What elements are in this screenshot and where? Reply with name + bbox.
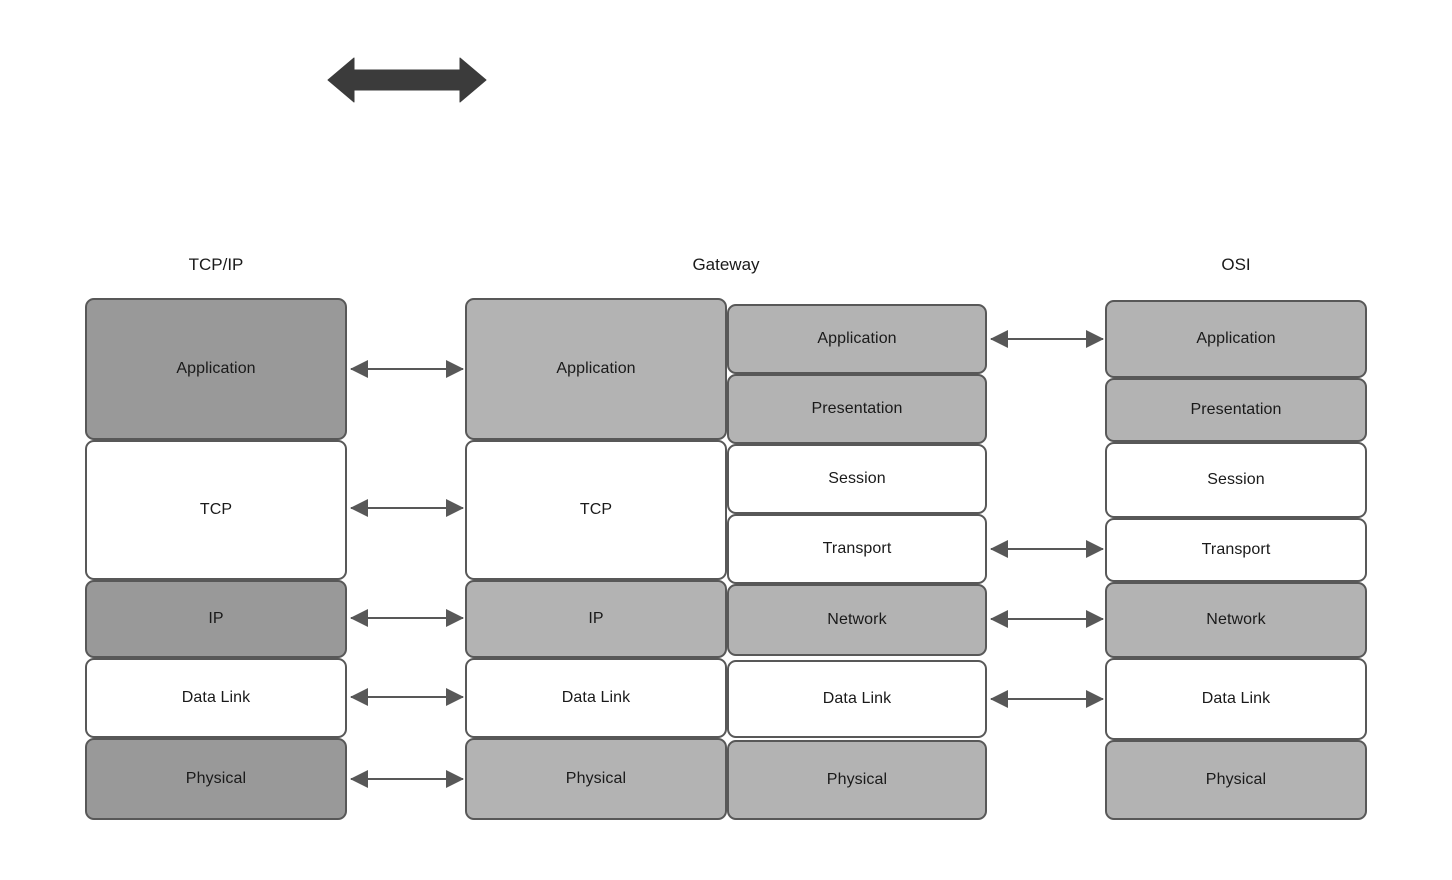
- layer-gateway-data-link[interactable]: Data Link: [465, 658, 727, 738]
- layer-tcpip-application[interactable]: Application: [85, 298, 347, 440]
- layer-osi-transport[interactable]: Transport: [1105, 518, 1367, 582]
- layer-gateway-osi-data-link[interactable]: Data Link: [727, 660, 987, 738]
- column-title-tcpip: TCP/IP: [188, 255, 244, 274]
- layer-gateway-tcp[interactable]: TCP: [465, 440, 727, 580]
- connector-group-tcpip-gateway: [350, 360, 464, 788]
- layer-osi-application[interactable]: Application: [1105, 300, 1367, 378]
- column-title-osi: OSI: [1221, 255, 1251, 274]
- connector-group-gateway-osi: [990, 330, 1104, 708]
- layer-tcpip-ip[interactable]: IP: [85, 580, 347, 658]
- layer-gateway-osi-transport[interactable]: Transport: [727, 514, 987, 584]
- layer-gateway-osi-application[interactable]: Application: [727, 304, 987, 374]
- layer-osi-network[interactable]: Network: [1105, 582, 1367, 658]
- layer-gateway-ip[interactable]: IP: [465, 580, 727, 658]
- layer-gateway-physical[interactable]: Physical: [465, 738, 727, 820]
- bidirectional-block-arrow: [320, 50, 494, 110]
- column-title-gateway: Gateway: [692, 255, 760, 274]
- layer-osi-data-link[interactable]: Data Link: [1105, 658, 1367, 740]
- layer-gateway-osi-network[interactable]: Network: [727, 584, 987, 656]
- layer-osi-session[interactable]: Session: [1105, 442, 1367, 518]
- layer-tcpip-tcp[interactable]: TCP: [85, 440, 347, 580]
- layer-gateway-application[interactable]: Application: [465, 298, 727, 440]
- layer-gateway-osi-presentation[interactable]: Presentation: [727, 374, 987, 444]
- layer-tcpip-physical[interactable]: Physical: [85, 738, 347, 820]
- layer-osi-presentation[interactable]: Presentation: [1105, 378, 1367, 442]
- layer-gateway-osi-physical[interactable]: Physical: [727, 740, 987, 820]
- layer-gateway-osi-session[interactable]: Session: [727, 444, 987, 514]
- layer-tcpip-data-link[interactable]: Data Link: [85, 658, 347, 738]
- layer-osi-physical[interactable]: Physical: [1105, 740, 1367, 820]
